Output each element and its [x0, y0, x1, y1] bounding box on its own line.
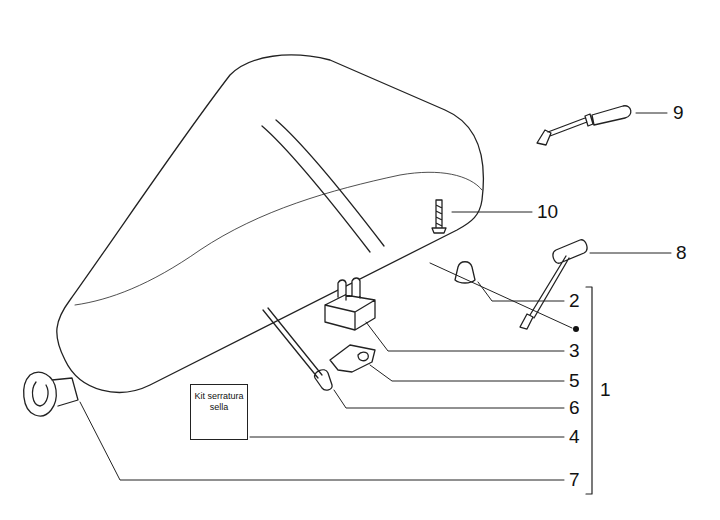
callout-number: 5 — [569, 370, 580, 392]
release-cable — [263, 308, 332, 390]
callout-number: 2 — [569, 290, 580, 312]
seat-seam — [75, 172, 482, 305]
seat-latch — [330, 345, 375, 372]
callout-number: 8 — [676, 242, 687, 264]
callout-number: 9 — [673, 102, 684, 124]
callout-number: 1 — [600, 379, 611, 401]
box-wrench — [520, 240, 587, 329]
seat-outline — [57, 55, 484, 392]
rubber-buffer — [455, 262, 475, 283]
callout-number: 4 — [569, 426, 580, 448]
seat-hinge-block — [325, 278, 375, 330]
callout-number: 6 — [569, 397, 580, 419]
callout-number: 3 — [569, 340, 580, 362]
seat-strap — [262, 120, 384, 252]
kit-package: Kit serratura sella — [190, 384, 248, 440]
callout-number: 10 — [537, 201, 558, 223]
seat-lock — [24, 372, 78, 416]
node-text: Kit serratura sella — [191, 385, 247, 419]
callout-number: 7 — [569, 469, 580, 491]
screwdriver — [537, 106, 631, 145]
screw — [432, 200, 446, 233]
